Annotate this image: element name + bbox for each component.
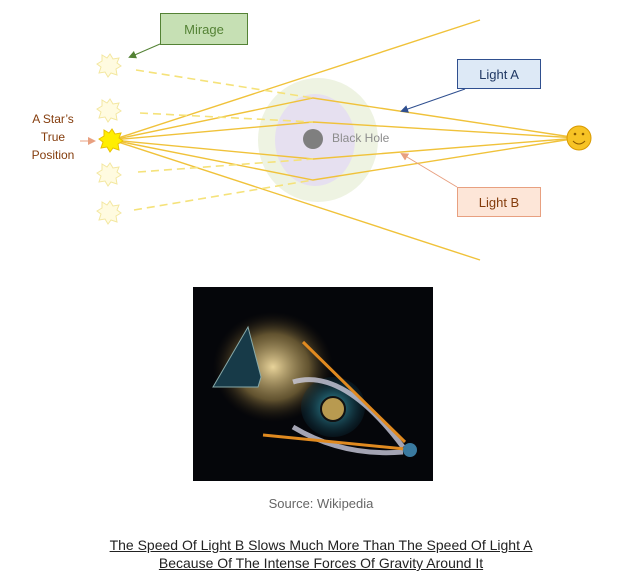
observer-smiley-icon [566,125,592,151]
black-hole-label: Black Hole [332,131,390,145]
black-hole [303,129,323,149]
light-a-arrow [400,88,466,113]
true-star-icon [98,128,124,153]
caption-line-2: Because Of The Intense Forces Of Gravity… [158,555,484,571]
caption-line-1: The Speed Of Light B Slows Much More Tha… [109,537,533,553]
mirage-label-box: Mirage [160,13,248,45]
label-line: True [40,130,66,144]
light-rays [111,19,579,261]
mirage-stars [96,53,122,225]
true-position-label: A Star’s True Position [18,110,88,164]
mirage-arrow [128,43,161,59]
label-line: A Star’s [32,112,74,126]
image-source: Source: Wikipedia [268,496,374,511]
light-a-label-box: Light A [457,59,541,89]
light-b-arrow [400,152,458,188]
lensing-diagram [80,19,592,261]
label-line: Position [31,148,75,162]
mirage-rays [133,69,314,211]
gravitational-lensing-photo [193,287,433,481]
light-b-label-box: Light B [457,187,541,217]
